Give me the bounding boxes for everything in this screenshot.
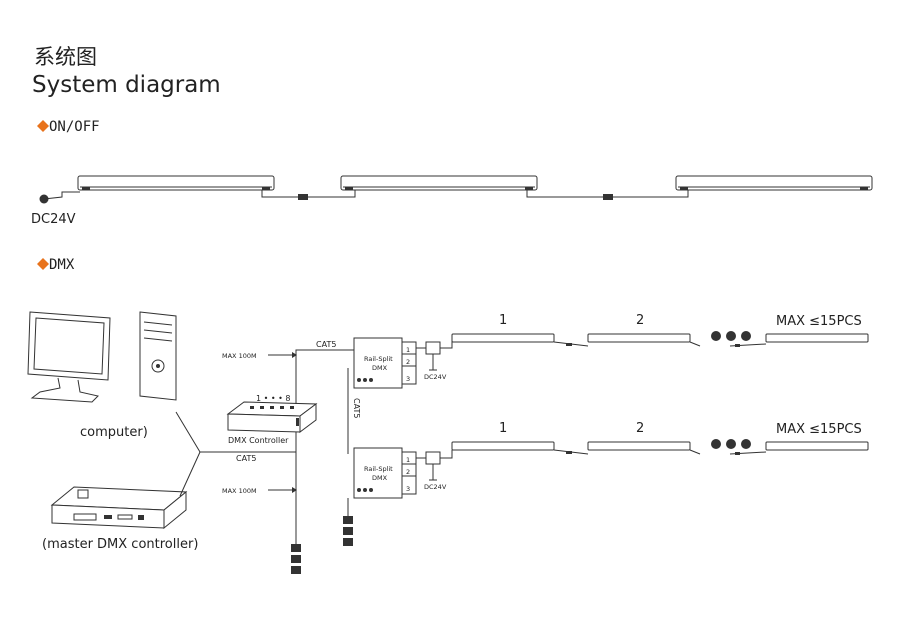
onoff-heading-text: ON/OFF — [49, 119, 100, 135]
led-bar — [340, 175, 538, 191]
splitter-port-2: 2 — [406, 358, 410, 366]
arrow-icon — [292, 487, 297, 493]
led-bar-row-1 — [451, 331, 869, 347]
rail-split-dmx-box — [353, 337, 417, 389]
row1-bar1-label: 1 — [499, 313, 507, 328]
cable-connector-icon — [603, 194, 613, 200]
terminator-block — [291, 566, 301, 574]
terminator-block — [291, 544, 301, 552]
onoff-section-heading: ON/OFF — [37, 119, 100, 135]
row1-max-label: MAX ≤15PCS — [776, 314, 862, 329]
orange-diamond-icon — [37, 258, 49, 270]
master-controller-label: (master DMX controller) — [42, 537, 198, 552]
continuation-dot — [711, 439, 721, 449]
cable-connector-icon — [298, 194, 308, 200]
title-chinese: 系统图 — [34, 45, 97, 69]
master-cable — [179, 451, 201, 497]
splitter-label-line2: DMX — [372, 364, 388, 372]
led-bar — [77, 175, 275, 191]
max-label-top: MAX 100M — [222, 352, 257, 360]
cat5-label-vertical: CAT5 — [352, 398, 361, 418]
row2-bar2-label: 2 — [636, 421, 644, 436]
master-controller-icon — [50, 486, 188, 530]
continuation-dot — [741, 331, 751, 341]
splitter2-port-1: 1 — [406, 456, 410, 464]
dmx-heading-text: DMX — [49, 257, 75, 273]
arrow-icon — [292, 352, 297, 358]
max-label-bottom: MAX 100M — [222, 487, 257, 495]
terminator-block — [291, 555, 301, 563]
dc-label-row2: DC24V — [424, 483, 447, 491]
dmx-controller-label: DMX Controller — [228, 436, 289, 445]
power-label: DC24V — [31, 212, 76, 227]
dmx-section-heading: DMX — [37, 257, 75, 273]
computer-label: computer) — [80, 425, 148, 440]
terminator-block — [343, 516, 353, 524]
terminator-block — [343, 538, 353, 546]
row2-bar1-label: 1 — [499, 421, 507, 436]
splitter2-label-line1: Rail-Split — [364, 465, 393, 473]
led-bar-row-2 — [451, 439, 869, 455]
continuation-dot — [726, 331, 736, 341]
row1-bar2-label: 2 — [636, 313, 644, 328]
rail-split-dmx-box — [353, 447, 417, 499]
cat5-label-top: CAT5 — [316, 340, 336, 349]
continuation-dot — [711, 331, 721, 341]
row2-max-label: MAX ≤15PCS — [776, 422, 862, 437]
cat5-bus-top — [295, 349, 355, 404]
splitter-label-line1: Rail-Split — [364, 355, 393, 363]
continuation-dot — [741, 439, 751, 449]
cat5-label-mid: CAT5 — [236, 454, 256, 463]
splitter2-port-3: 3 — [406, 485, 410, 493]
splitter-port-3: 3 — [406, 375, 410, 383]
onoff-diagram: DC24V — [31, 175, 873, 227]
continuation-dot — [726, 439, 736, 449]
orange-diamond-icon — [37, 120, 49, 132]
dmx-controller-icon — [226, 401, 318, 433]
monitor-icon — [27, 311, 111, 403]
power-injector-icon — [425, 451, 441, 465]
led-bar — [675, 175, 873, 191]
pc-tower-icon — [139, 311, 177, 401]
splitter2-port-2: 2 — [406, 468, 410, 476]
terminator-block — [343, 527, 353, 535]
controller-ports-label: 1 • • • 8 — [256, 394, 291, 403]
dc-label-row1: DC24V — [424, 373, 447, 381]
splitter2-label-line2: DMX — [372, 474, 388, 482]
splitter-port-1: 1 — [406, 346, 410, 354]
title-english: System diagram — [32, 72, 221, 98]
power-injector-icon — [425, 341, 441, 355]
